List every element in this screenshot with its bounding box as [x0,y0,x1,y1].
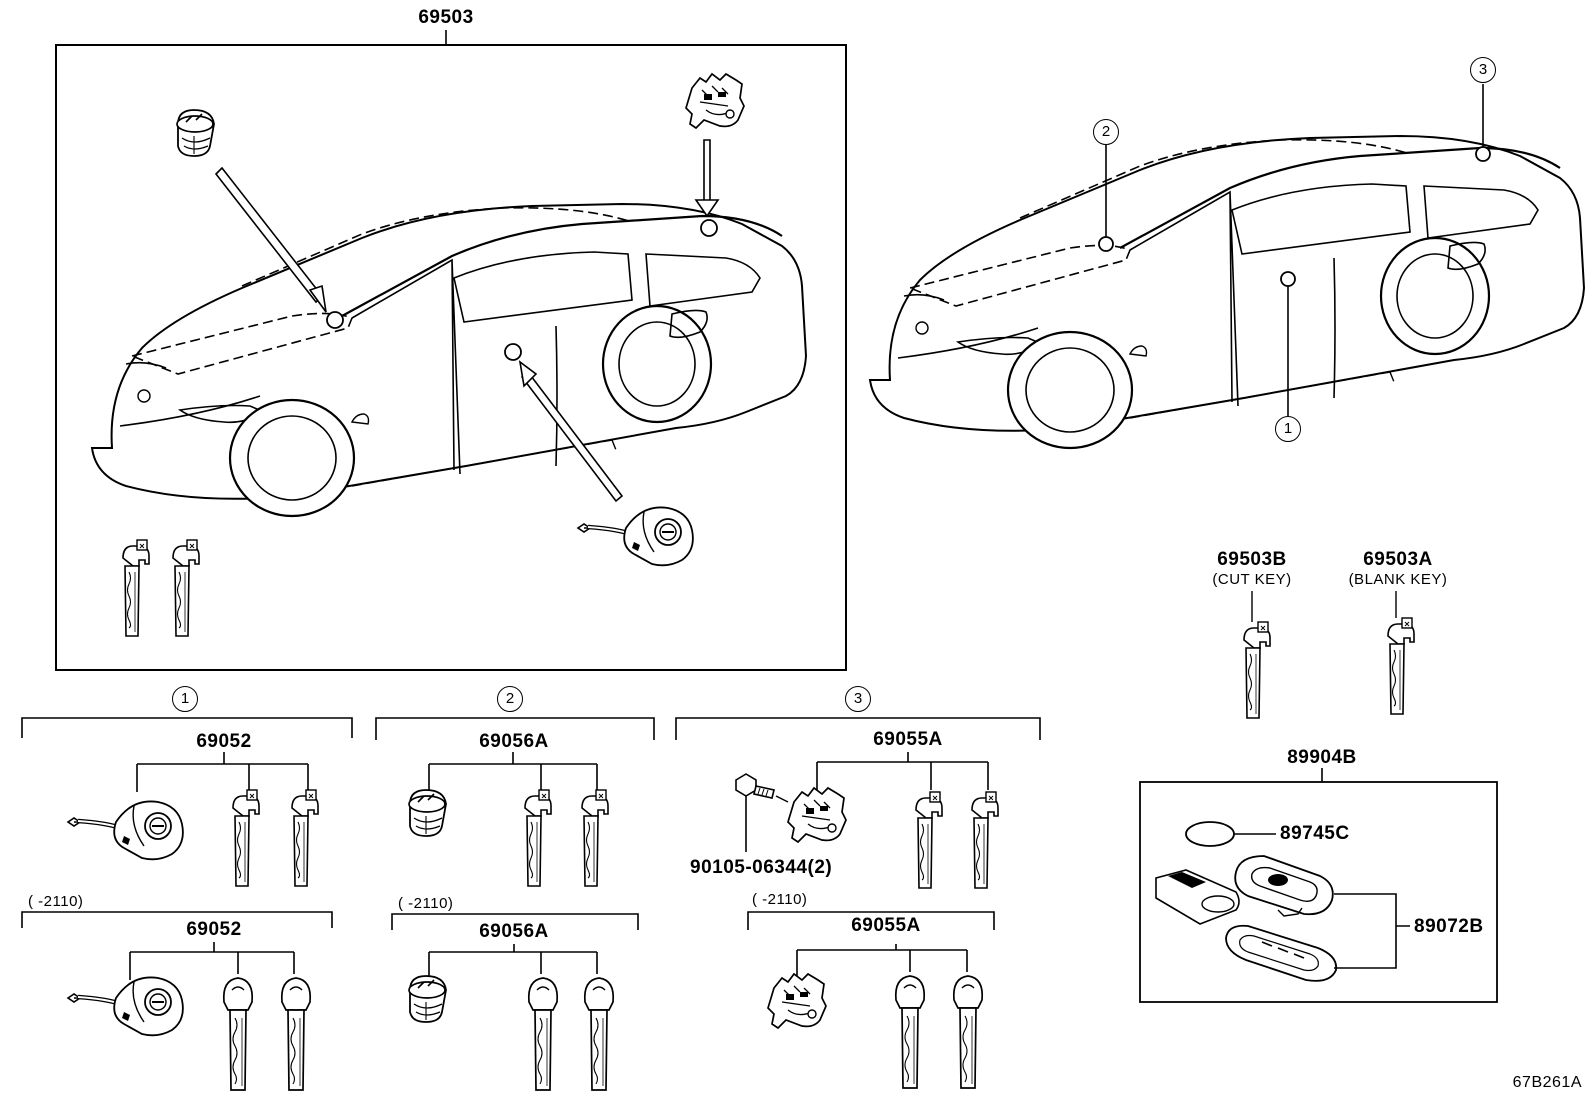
case-part-number: 89072B [1414,916,1484,937]
callout-3-car: 3 [1470,57,1496,83]
callout-1-car: 1 [1275,416,1301,442]
callout-2-group: 2 [497,686,523,712]
group1-part-b: 69052 [186,919,242,940]
assembly-part-number: 69503 [418,7,474,28]
group1-part-a: 69052 [196,731,252,752]
group2-range: ( -2110) [398,895,454,912]
callout-2-car: 2 [1093,119,1119,145]
group2-part-b: 69056A [479,921,549,942]
transmitter-assy-part-number: 89904B [1287,747,1357,768]
callout-1-group: 1 [172,686,198,712]
cut-key-description: (CUT KEY) [1212,571,1292,588]
group3-part-b: 69055A [851,915,921,936]
cut-key-part-number: 69503B [1217,549,1287,570]
group3-bolt-part-number: 90105-06344(2) [690,857,833,878]
callout-3-group: 3 [845,686,871,712]
blank-key-part-number: 69503A [1363,549,1433,570]
figure-code: 67B261A [1512,1074,1582,1091]
battery-part-number: 89745C [1280,823,1350,844]
group3-range: ( -2110) [752,891,808,908]
group3-part-a: 69055A [873,729,943,750]
blank-key-description: (BLANK KEY) [1348,571,1448,588]
group2-part-a: 69056A [479,731,549,752]
group1-range: ( -2110) [28,893,84,910]
